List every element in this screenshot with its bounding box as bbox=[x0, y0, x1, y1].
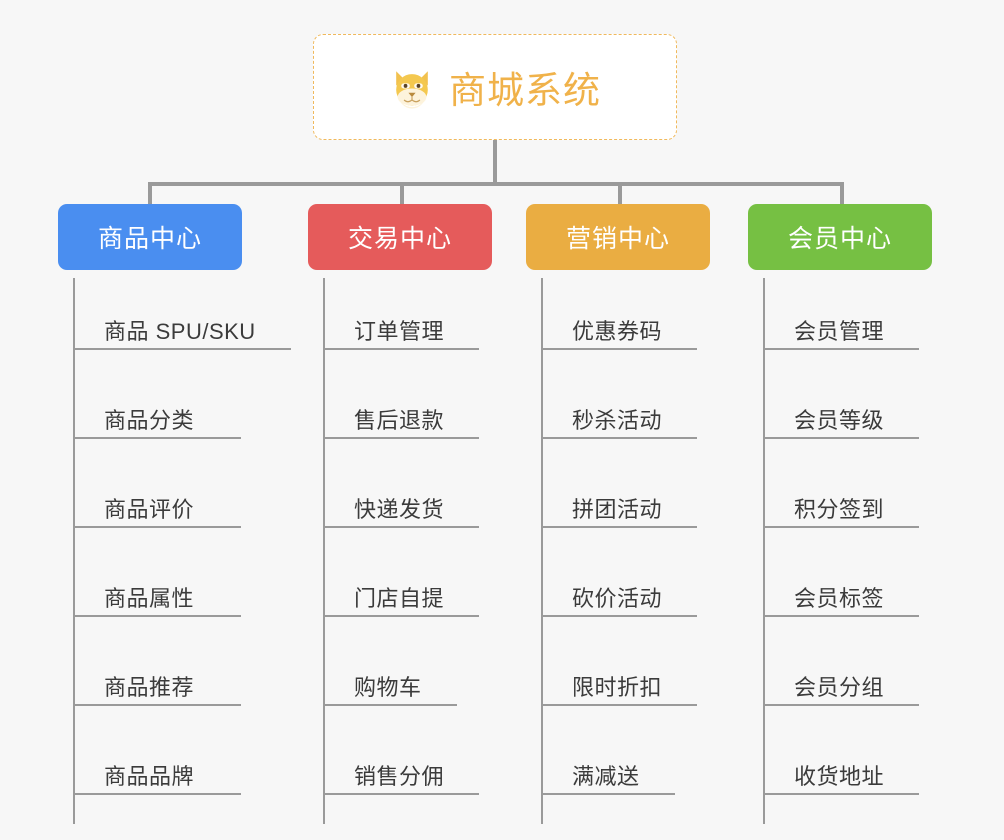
leaf-label: 会员分组 bbox=[794, 675, 885, 700]
root-title: 商城系统 bbox=[449, 70, 601, 111]
leaf-rule bbox=[73, 615, 241, 617]
leaf-rule bbox=[763, 526, 919, 528]
leaf-rule bbox=[763, 704, 919, 706]
leaf-label: 商品品牌 bbox=[104, 764, 195, 789]
leaf-label: 商品推荐 bbox=[104, 675, 195, 700]
dog-face-icon bbox=[389, 64, 435, 110]
connector-drop-1 bbox=[148, 182, 152, 206]
branch-header-label: 会员中心 bbox=[787, 225, 892, 253]
leaf-label: 商品评价 bbox=[104, 497, 195, 522]
leaf-rule bbox=[73, 526, 241, 528]
leaf-label: 限时折扣 bbox=[572, 675, 663, 700]
leaf-label: 商品属性 bbox=[104, 586, 195, 611]
leaf-label: 拼团活动 bbox=[572, 497, 663, 522]
connector-root-stem bbox=[493, 140, 497, 185]
leaf-rule bbox=[323, 615, 479, 617]
leaf-rule bbox=[541, 348, 697, 350]
branch-header-label: 商品中心 bbox=[97, 225, 202, 253]
leaf-label: 满减送 bbox=[572, 764, 640, 789]
leaf-label: 会员管理 bbox=[794, 319, 885, 344]
connector-drop-4 bbox=[840, 182, 844, 206]
leaf-rule bbox=[763, 615, 919, 617]
connector-drop-2 bbox=[400, 182, 404, 206]
leaf-rule bbox=[541, 704, 697, 706]
leaf-label: 收货地址 bbox=[794, 764, 885, 789]
leaf-label: 优惠券码 bbox=[572, 319, 663, 344]
leaf-rule bbox=[323, 437, 479, 439]
leaf-rule bbox=[763, 437, 919, 439]
leaf-label: 订单管理 bbox=[354, 319, 445, 344]
leaf-label: 商品 SPU/SKU bbox=[104, 319, 256, 344]
leaf-label: 积分签到 bbox=[794, 497, 885, 522]
leaf-label: 砍价活动 bbox=[572, 586, 663, 611]
leaf-rule bbox=[541, 437, 697, 439]
branch-header-label: 交易中心 bbox=[347, 225, 452, 253]
leaf-rule bbox=[541, 526, 697, 528]
leaf-rule bbox=[73, 348, 291, 350]
leaf-rule bbox=[73, 704, 241, 706]
leaf-label: 门店自提 bbox=[354, 586, 445, 611]
leaf-label: 快递发货 bbox=[354, 497, 445, 522]
branch-header-label: 营销中心 bbox=[565, 225, 670, 253]
leaf-label: 会员标签 bbox=[794, 586, 885, 611]
leaf-label: 会员等级 bbox=[794, 408, 885, 433]
leaf-rule bbox=[541, 615, 697, 617]
leaf-rule bbox=[323, 793, 479, 795]
branch-trunk-1 bbox=[73, 278, 75, 824]
branch-trunk-4 bbox=[763, 278, 765, 824]
branch-trunk-2 bbox=[323, 278, 325, 824]
leaf-label: 销售分佣 bbox=[354, 764, 445, 789]
connector-bus bbox=[148, 182, 844, 186]
leaf-rule bbox=[73, 437, 241, 439]
branch-header-4[interactable]: 会员中心 bbox=[748, 204, 932, 270]
branch-header-1[interactable]: 商品中心 bbox=[58, 204, 242, 270]
connector-drop-3 bbox=[618, 182, 622, 206]
leaf-label: 商品分类 bbox=[104, 408, 195, 433]
leaf-rule bbox=[763, 793, 919, 795]
root-node[interactable]: 商城系统 bbox=[313, 34, 677, 140]
leaf-rule bbox=[73, 793, 241, 795]
leaf-rule bbox=[323, 704, 457, 706]
leaf-rule bbox=[763, 348, 919, 350]
leaf-label: 售后退款 bbox=[354, 408, 445, 433]
leaf-rule bbox=[323, 348, 479, 350]
leaf-rule bbox=[541, 793, 675, 795]
branch-trunk-3 bbox=[541, 278, 543, 824]
branch-header-3[interactable]: 营销中心 bbox=[526, 204, 710, 270]
leaf-label: 购物车 bbox=[354, 675, 422, 700]
branch-header-2[interactable]: 交易中心 bbox=[308, 204, 492, 270]
leaf-rule bbox=[323, 526, 479, 528]
leaf-label: 秒杀活动 bbox=[572, 408, 663, 433]
